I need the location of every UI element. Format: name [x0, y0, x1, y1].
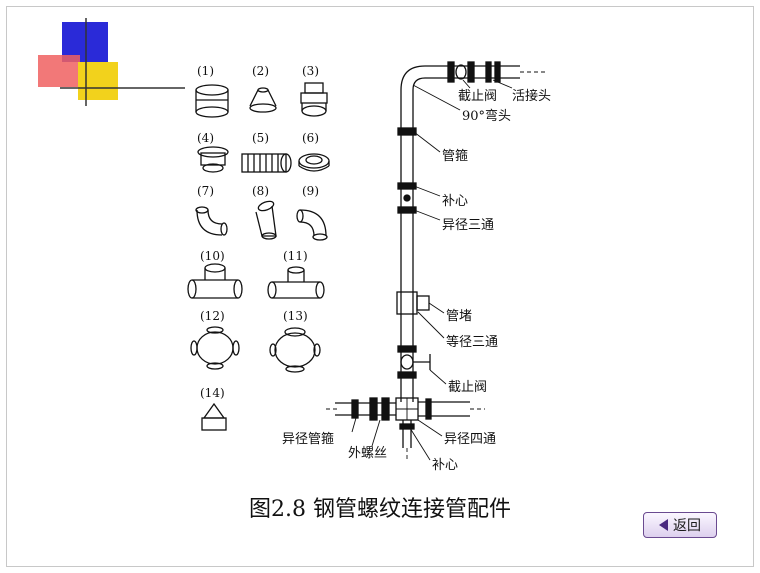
fitting-number: (6)	[302, 131, 319, 145]
fitting-12-cross	[190, 326, 240, 370]
deco-red-square	[38, 55, 80, 87]
label-nipple: 外螺丝	[348, 446, 387, 461]
pipe-fittings-figure: (1) (2) (3) (4) (5) (6) (7) (8) (9) (10)…	[187, 61, 551, 473]
fitting-5-nipple	[241, 153, 292, 173]
fitting-3-hex-nipple	[300, 82, 328, 117]
fitting-10-tee	[187, 263, 243, 299]
fitting-number: (1)	[197, 64, 214, 78]
fitting-number: (11)	[283, 249, 308, 263]
fitting-number: (14)	[200, 386, 225, 400]
label-bushing: 补心	[432, 458, 458, 473]
label-shutoff-valve-top: 截止阀	[458, 89, 497, 104]
fitting-7-elbow	[195, 206, 228, 236]
label-plug: 管堵	[446, 309, 472, 324]
fitting-number: (13)	[283, 309, 308, 323]
fitting-number: (12)	[200, 309, 225, 323]
label-union: 活接头	[512, 88, 551, 104]
fitting-14-plug	[201, 402, 227, 431]
fitting-number: (8)	[252, 184, 269, 198]
fitting-11-reducing-tee	[267, 266, 325, 299]
fitting-number: (3)	[302, 64, 319, 78]
corner-decoration	[38, 18, 720, 106]
fitting-number: (2)	[252, 64, 269, 78]
fitting-8-45deg-elbow	[255, 200, 277, 240]
fitting-13-reducing-cross	[269, 327, 321, 373]
slide	[6, 6, 754, 567]
fitting-4-bushing	[197, 146, 229, 173]
label-equal-tee: 等径三通	[446, 334, 498, 350]
fitting-1-coupling	[195, 84, 229, 118]
label-reducing-cross: 异径四通	[444, 432, 496, 447]
fitting-number: (7)	[197, 184, 214, 198]
fitting-number: (4)	[197, 131, 214, 145]
fitting-6-locknut	[298, 153, 330, 172]
label-elbow-90: 90°弯头	[462, 108, 511, 124]
back-button-label: 返回	[673, 518, 701, 534]
label-coupling: 管箍	[442, 148, 468, 164]
back-button[interactable]: 返回	[643, 512, 717, 538]
left-arrow-icon	[659, 519, 668, 531]
fitting-number: (9)	[302, 184, 319, 198]
deco-yellow-square	[78, 62, 118, 100]
label-reducing-tee: 异径三通	[442, 218, 494, 233]
leader-lines	[351, 79, 513, 461]
label-bushing: 补心	[442, 194, 468, 209]
label-shutoff-valve-mid: 截止阀	[448, 380, 487, 395]
figure-caption: 图2.8 钢管螺纹连接管配件	[249, 497, 511, 522]
fitting-2-reducer	[249, 87, 277, 113]
fitting-number: (10)	[200, 249, 225, 263]
label-reducing-coupling: 异径管箍	[282, 431, 334, 447]
fitting-number: (5)	[252, 131, 269, 145]
fitting-9-street-elbow	[296, 209, 328, 241]
pipe-assembly	[326, 61, 548, 462]
